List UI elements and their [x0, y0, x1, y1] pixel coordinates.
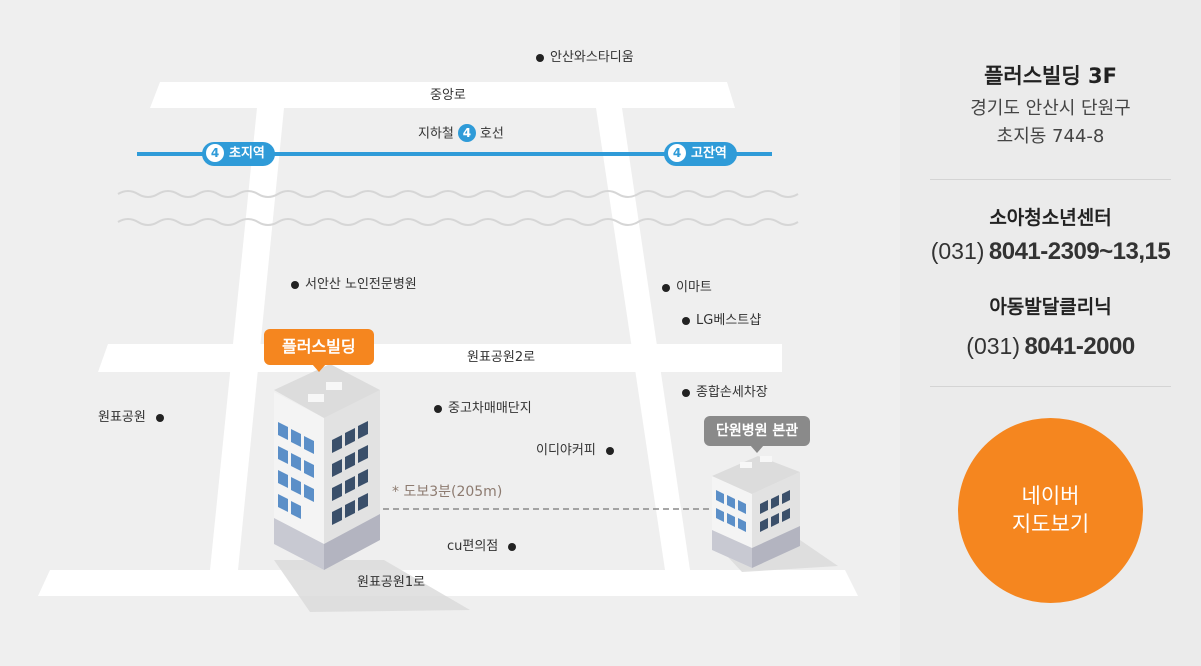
subway-number-badge: 4: [206, 143, 224, 162]
walk-time-note: * 도보3분(205m): [392, 484, 503, 500]
subway-line-prefix: 지하철: [418, 126, 454, 142]
place-label: 종합손세차장: [696, 385, 768, 400]
wave-line-2: [117, 218, 799, 226]
road-label-jungang: 중앙로: [430, 88, 466, 103]
road-wonpyo1: [38, 570, 858, 596]
subway-number-badge: 4: [668, 143, 686, 162]
place-label: LG베스트샵: [696, 313, 762, 328]
location-dot-icon: [155, 413, 164, 422]
place-label: 서안산 노인전문병원: [305, 277, 417, 292]
place-label: cu편의점: [447, 539, 499, 554]
phone-number: 8041-2309~13,15: [988, 238, 1171, 265]
naver-button-line1: 네이버: [1021, 484, 1080, 508]
place-nursing-hospital: 서안산 노인전문병원: [291, 277, 417, 293]
location-dot-icon: [605, 446, 614, 455]
place-cu: cu편의점: [447, 539, 517, 555]
place-wonpyo-park: 원표공원: [98, 410, 164, 426]
divider: [930, 179, 1171, 180]
callout-plus-building: 플러스빌딩: [264, 329, 374, 372]
address-line-2: 초지동 744-8: [996, 126, 1105, 147]
naver-map-button[interactable]: 네이버 지도보기: [958, 418, 1143, 603]
location-dot-icon: [682, 316, 690, 325]
station-choji[interactable]: 4 초지역: [202, 142, 275, 166]
road-vertical-right: [596, 108, 690, 570]
callout-danwon-hospital: 단원병원 본관: [704, 416, 811, 453]
address-line-1: 경기도 안산시 단원구: [970, 98, 1131, 119]
place-general-tax: 종합손세차장: [682, 385, 768, 401]
naver-button-line2: 지도보기: [1011, 512, 1090, 536]
location-dot-icon: [682, 388, 690, 397]
youth-center-title: 소아청소년센터: [989, 207, 1112, 229]
divider: [930, 386, 1171, 387]
location-dot-icon: [291, 280, 299, 289]
plus-building-illustration: [274, 364, 470, 612]
station-name: 고잔역: [691, 146, 727, 161]
place-ansan-stadium: 안산와스타디움: [536, 50, 634, 66]
station-gojan[interactable]: 4 고잔역: [664, 142, 737, 166]
place-ediya: 이디야커피: [536, 443, 614, 459]
place-emart: 이마트: [662, 280, 712, 296]
road-map: [38, 82, 858, 612]
youth-center-phone[interactable]: (031) 8041-2309~13,15: [900, 238, 1201, 266]
road-vertical-left: [210, 108, 284, 570]
road-jungang: [150, 82, 735, 108]
phone-number: 8041-2000: [1024, 333, 1135, 360]
road-wonpyo2: [98, 344, 782, 372]
place-label: 원표공원: [98, 410, 146, 425]
location-dot-icon: [536, 53, 544, 62]
subway-line-badge: 4: [457, 124, 476, 142]
place-label: 이디야커피: [536, 443, 596, 458]
location-dot-icon: [434, 404, 442, 413]
place-used-car: 중고차매매단지: [434, 401, 532, 417]
place-label: 중고차매매단지: [448, 401, 532, 416]
child-clinic-phone[interactable]: (031) 8041-2000: [900, 333, 1201, 361]
place-label: 안산와스타디움: [550, 50, 634, 65]
location-dot-icon: [662, 283, 670, 292]
building-name: 플러스빌딩 3F: [984, 64, 1117, 88]
danwon-building-illustration: [712, 456, 838, 572]
phone-area-code: (031): [930, 238, 985, 264]
station-name: 초지역: [229, 146, 265, 161]
phone-area-code: (031): [966, 333, 1020, 359]
place-label: 이마트: [676, 280, 712, 295]
child-clinic-title: 아동발달클리닉: [989, 296, 1112, 318]
road-label-wonpyo2: 원표공원2로: [467, 350, 536, 365]
subway-line-suffix: 호선: [479, 126, 504, 142]
wave-line-1: [117, 190, 799, 198]
road-label-wonpyo1: 원표공원1로: [357, 575, 426, 590]
place-lg-shop: LG베스트샵: [682, 313, 761, 329]
location-dot-icon: [508, 542, 517, 551]
